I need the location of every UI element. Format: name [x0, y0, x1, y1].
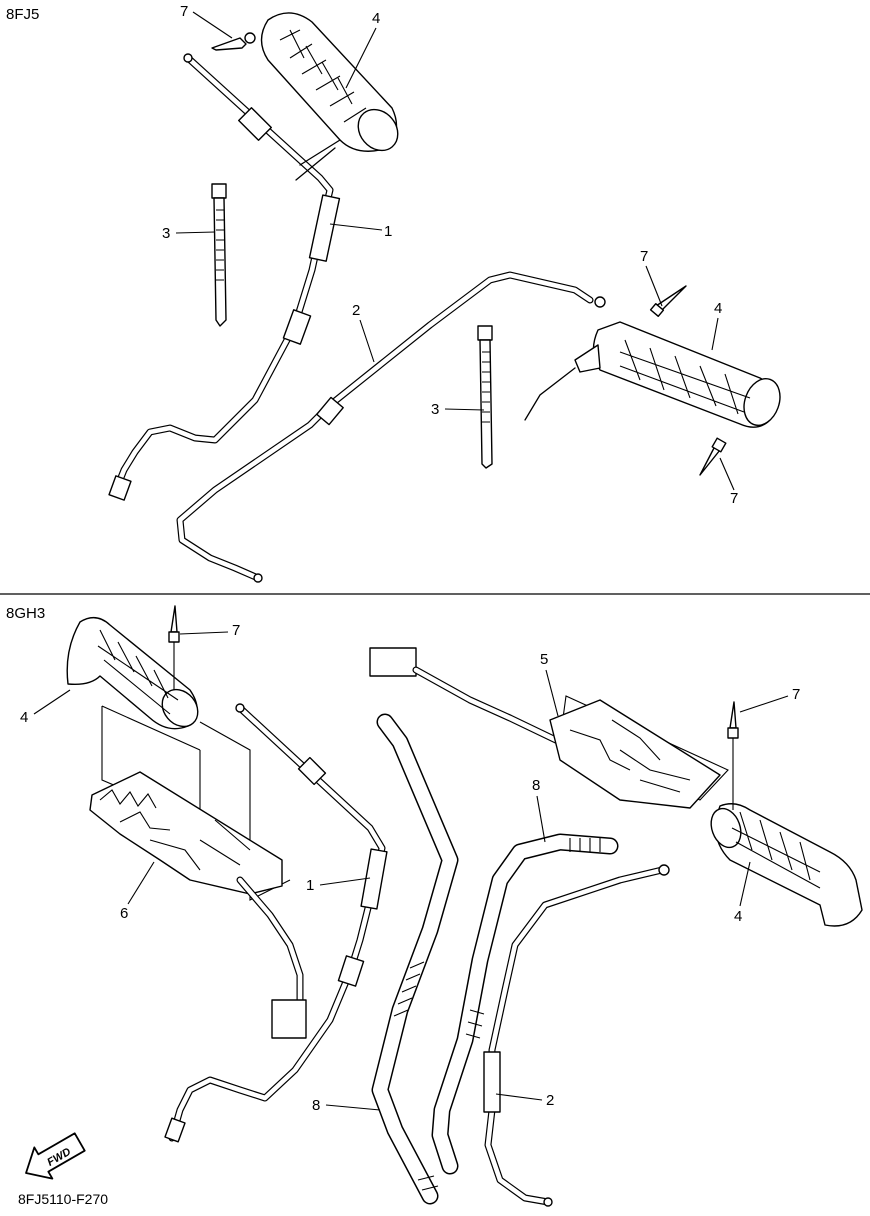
callout-1: 1 [306, 877, 314, 894]
callout-2: 2 [546, 1092, 554, 1109]
callout-3: 3 [162, 225, 170, 242]
section-label-8fj5: 8FJ5 [6, 6, 39, 23]
grip-top-left [260, 12, 399, 181]
section-label-8gh3: 8GH3 [6, 605, 45, 622]
callout-2: 2 [352, 302, 360, 319]
cable-tie-top-left [211, 183, 227, 327]
callout-7: 7 [640, 248, 648, 265]
callouts-bottom: 7 4 5 7 8 6 1 4 8 2 [20, 622, 800, 1114]
rivet-top-2 [649, 285, 687, 317]
callout-7: 7 [180, 3, 188, 20]
callout-7: 7 [792, 686, 800, 703]
callout-8: 8 [312, 1097, 320, 1114]
callouts-top: 7 4 1 3 2 7 4 3 7 [162, 3, 738, 507]
grip-bottom-left [66, 617, 199, 730]
rivet-bottom-1 [168, 605, 180, 690]
throttle-cable-bottom [164, 703, 388, 1143]
callout-1: 1 [384, 223, 392, 240]
fwd-direction-arrow: FWD [25, 1132, 86, 1180]
grip-heater-6 [89, 705, 307, 1039]
cable-tie-top-right [477, 325, 493, 469]
drawing-code: 8FJ5110-F270 [18, 1191, 108, 1207]
callout-3: 3 [431, 401, 439, 418]
callout-4: 4 [734, 908, 742, 925]
cable-2-bottom [483, 864, 670, 1207]
callout-4: 4 [714, 300, 722, 317]
grip-bottom-right [710, 803, 863, 927]
breather-hose-left [371, 713, 459, 1205]
rivet-top-1 [211, 32, 256, 51]
grip-top-right [524, 321, 781, 428]
cable-2-top [176, 271, 606, 583]
throttle-cable-top [108, 53, 341, 501]
callout-5: 5 [540, 651, 548, 668]
callout-4: 4 [20, 709, 28, 726]
rivet-bottom-2 [727, 701, 739, 810]
callout-4: 4 [372, 10, 380, 27]
callout-8: 8 [532, 777, 540, 794]
grip-heater-5 [369, 647, 729, 809]
callout-7: 7 [232, 622, 240, 639]
rivet-top-3 [699, 437, 727, 476]
callout-6: 6 [120, 905, 128, 922]
callout-7: 7 [730, 490, 738, 507]
breather-hose-right [431, 833, 619, 1175]
